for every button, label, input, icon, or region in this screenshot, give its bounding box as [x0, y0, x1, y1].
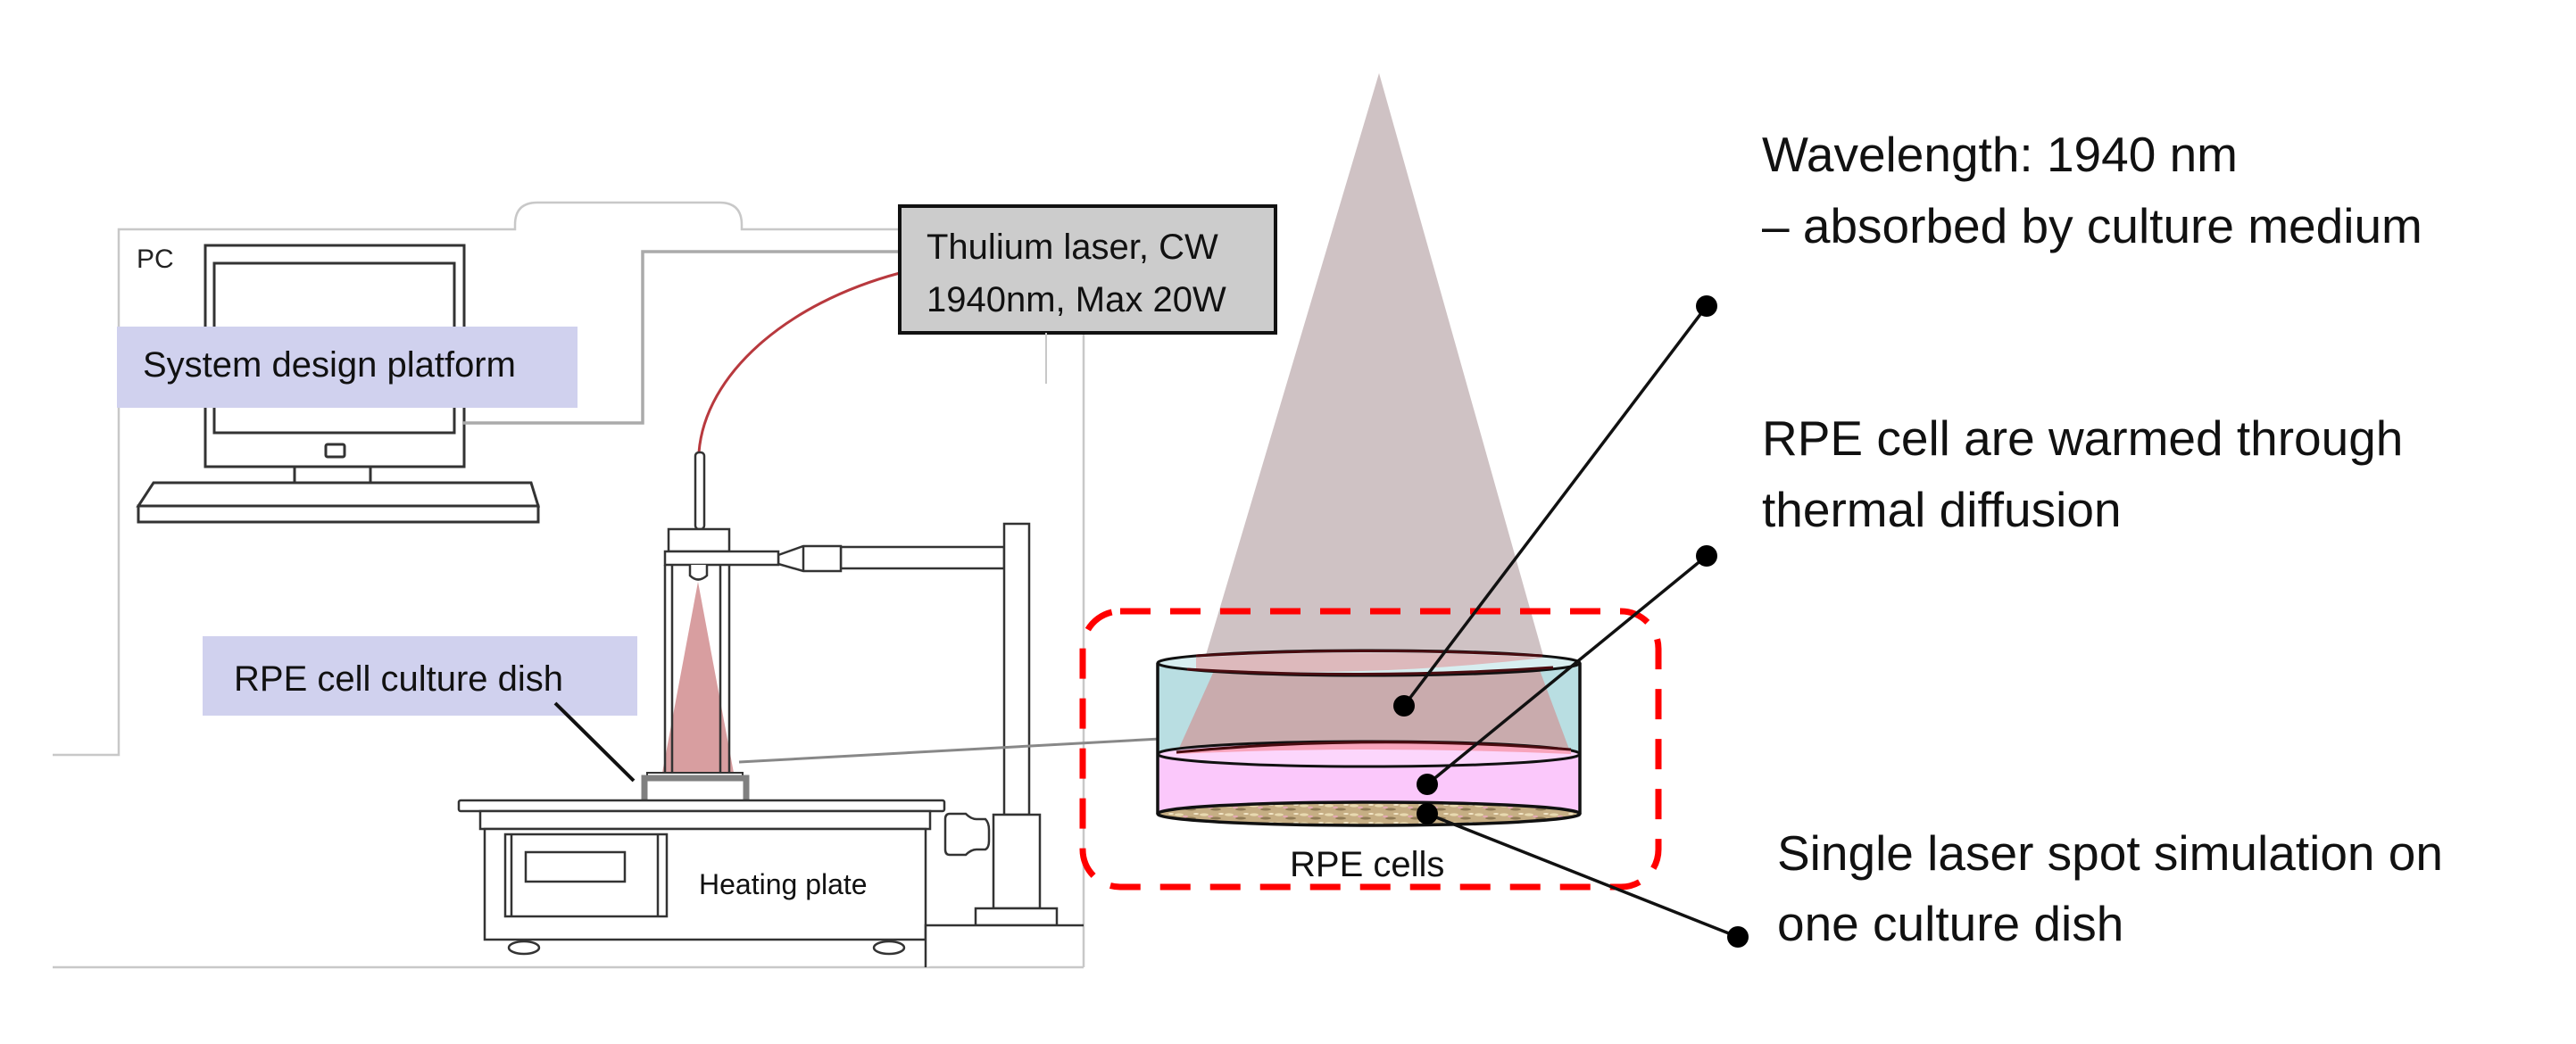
rpe-dish-label-text: RPE cell culture dish [234, 659, 563, 699]
keyboard-icon [136, 481, 541, 524]
pointer-dot-interface [1417, 774, 1438, 795]
annotation-wavelength-line1: Wavelength: 1940 nm [1762, 127, 2238, 182]
laser-head-stand [663, 451, 1031, 816]
annotation-diffusion-line1: RPE cell are warmed through [1762, 410, 2403, 466]
system-design-label: System design platform [117, 327, 578, 408]
optical-fiber [697, 271, 901, 453]
annotation-wavelength-line2: – absorbed by culture medium [1762, 198, 2422, 253]
column-legs [663, 565, 731, 773]
pc-laser-cable [462, 250, 900, 425]
detail-highlight-box [1079, 608, 1662, 891]
annotation-pointers [1393, 295, 1749, 948]
annotation-single-spot: Single laser spot simulation on one cult… [1777, 825, 2443, 951]
rpe-cell-layer [1156, 800, 1582, 827]
heating-plate [457, 799, 991, 956]
pointer-dot-medium [1393, 695, 1415, 717]
rpe-dish-label: RPE cell culture dish [203, 636, 637, 783]
stand-base [924, 813, 1084, 967]
detail-culture-dish [1156, 649, 1582, 827]
annotation-thermal-diffusion: RPE cell are warmed through thermal diff… [1762, 410, 2403, 537]
detail-connector-line [738, 737, 1161, 764]
display-window [524, 850, 627, 883]
foot-left [507, 940, 541, 956]
annotation-spot-line2: one culture dish [1777, 896, 2123, 951]
system-design-label-text: System design platform [143, 345, 516, 385]
foot-right [872, 940, 906, 956]
pc-label: PC [137, 244, 174, 274]
pointer-dot-simulation [1727, 926, 1749, 948]
annotation-diffusion-line2: thermal diffusion [1762, 482, 2122, 537]
pointer-dot-wavelength [1696, 295, 1717, 317]
heating-plate-label: Heating plate [699, 868, 868, 900]
laser-box-line2: 1940nm, Max 20W [927, 280, 1226, 319]
pointer-dot-cells [1417, 803, 1438, 824]
pointer-dot-diffusion [1696, 545, 1717, 567]
annotation-spot-line1: Single laser spot simulation on [1777, 825, 2443, 881]
laser-beam-small [662, 582, 734, 773]
laser-source-box: Thulium laser, CW 1940nm, Max 20W [898, 204, 1277, 335]
culture-medium [1158, 754, 1580, 814]
rpe-cells-label: RPE cells [1290, 845, 1444, 884]
laser-beam-large [1176, 73, 1571, 754]
annotation-wavelength: Wavelength: 1940 nm – absorbed by cultur… [1762, 127, 2422, 253]
laser-box-line1: Thulium laser, CW [927, 228, 1218, 267]
